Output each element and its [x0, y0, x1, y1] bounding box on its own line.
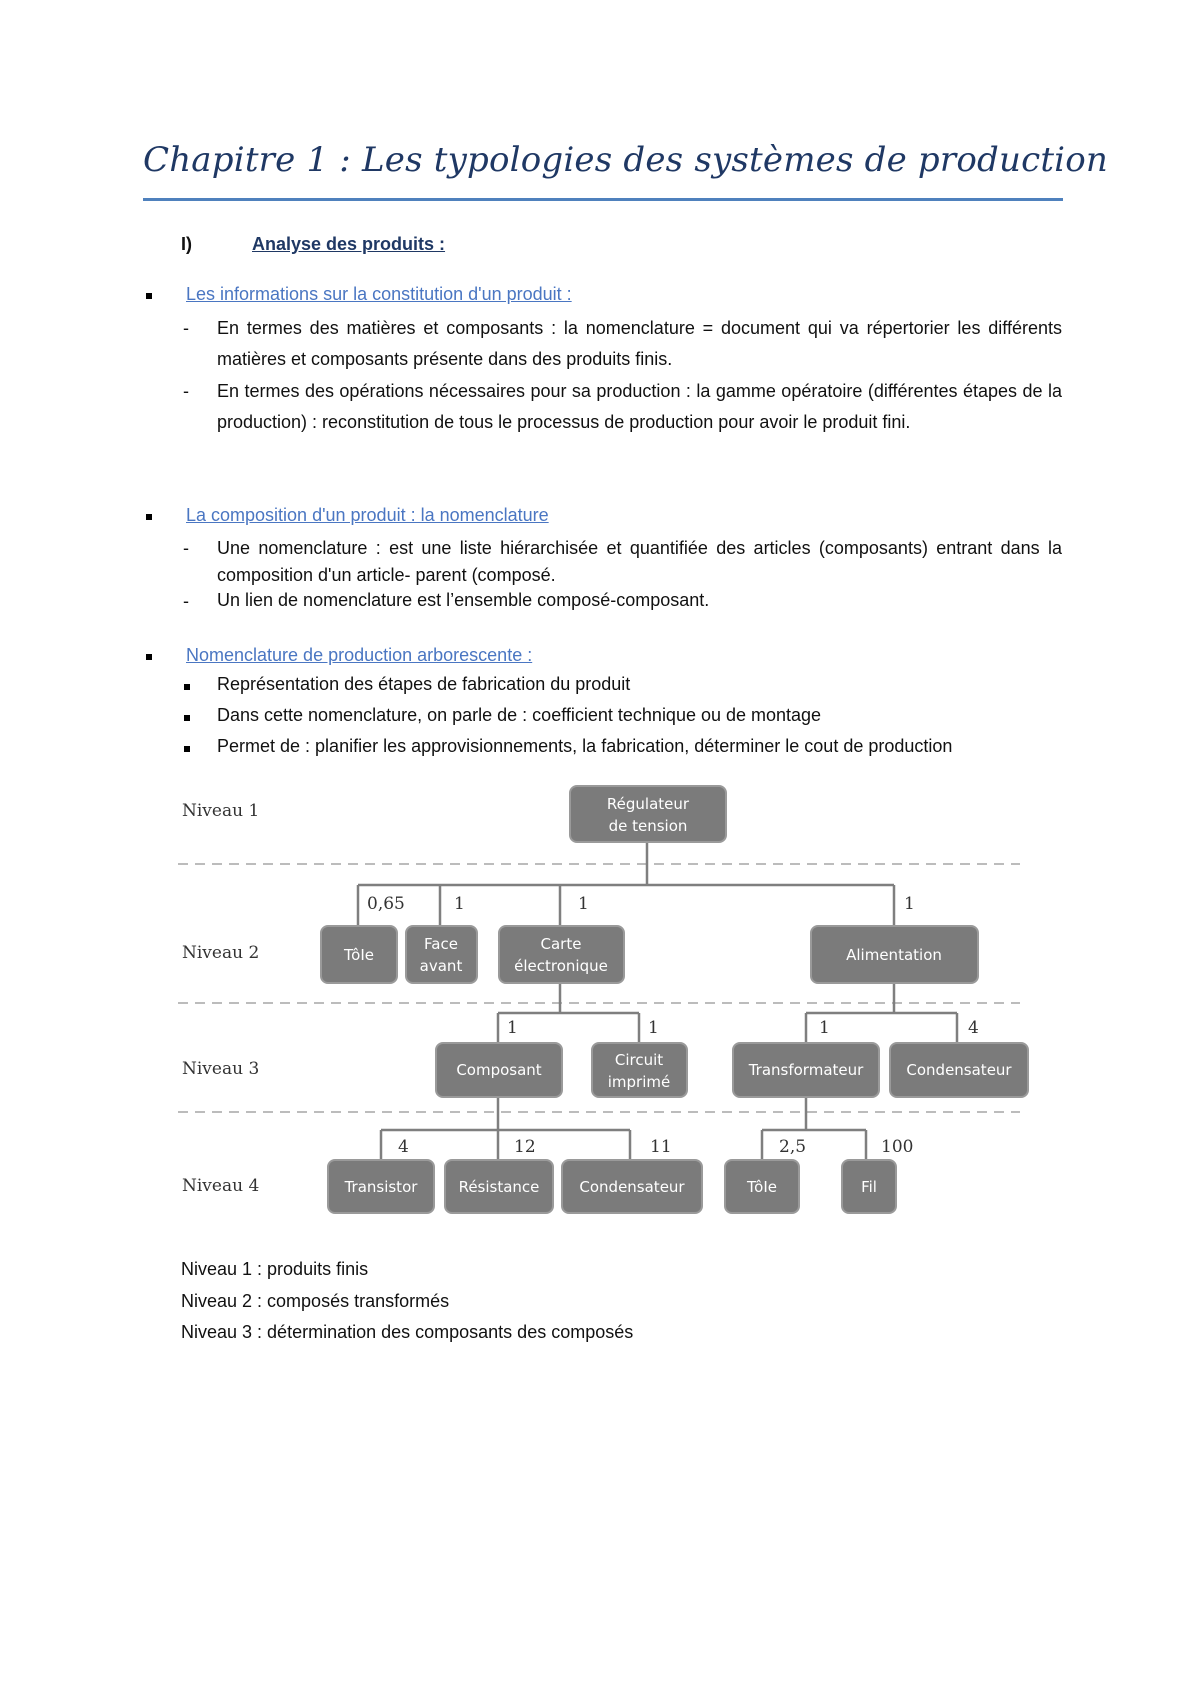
coefficient-label: 2,5: [779, 1137, 806, 1157]
coefficient-label: 1: [578, 894, 589, 914]
node-carte-electronique: [498, 925, 625, 984]
level-label-2: Niveau 2: [182, 943, 259, 963]
level-label-1: Niveau 1: [182, 801, 259, 821]
block3-item-3: Permet de : planifier les approvisionnem…: [217, 736, 953, 756]
node-circuit-imprime: [591, 1042, 688, 1098]
node-label: Transformateur: [748, 1061, 864, 1079]
coefficient-label: 11: [650, 1137, 672, 1157]
legend-line-3: Niveau 3 : détermination des composants …: [181, 1322, 634, 1342]
node-fil: [841, 1159, 897, 1214]
square-bullet-icon: [184, 715, 190, 721]
coefficient-label: 1: [454, 894, 465, 914]
node-label: Fil: [861, 1178, 877, 1196]
node-resistance: [444, 1159, 554, 1214]
block3-item-1: Représentation des étapes de fabrication…: [217, 674, 631, 694]
node-label: Condensateur: [579, 1178, 685, 1196]
coefficient-label: 1: [648, 1018, 659, 1038]
node-label: Carte: [541, 935, 582, 953]
node-label: Face: [424, 935, 458, 953]
block3-heading: Nomenclature de production arborescente …: [186, 645, 533, 665]
node-label: de tension: [609, 817, 688, 835]
level-label-4: Niveau 4: [182, 1176, 259, 1196]
node-regulateur: [569, 785, 727, 843]
dash-bullet: -: [183, 318, 189, 338]
block2-item-2: Un lien de nomenclature est l’ensemble c…: [217, 590, 710, 610]
square-bullet-icon: [146, 293, 152, 299]
level-label-3: Niveau 3: [182, 1059, 259, 1079]
node-condensateur: [889, 1042, 1029, 1098]
coefficient-label: 0,65: [367, 894, 405, 914]
square-bullet-icon: [184, 684, 190, 690]
coefficient-label: 1: [507, 1018, 518, 1038]
block1-item-2: En termes des opérations nécessaires pou…: [217, 381, 1062, 432]
block2-heading: La composition d'un produit : la nomencl…: [186, 505, 549, 525]
node-composant: [435, 1042, 563, 1098]
square-bullet-icon: [146, 514, 152, 520]
node-label: Résistance: [459, 1178, 540, 1196]
block2-item-1: Une nomenclature : est une liste hiérarc…: [217, 538, 1062, 585]
dash-bullet: -: [183, 591, 189, 611]
node-condensateur: [561, 1159, 703, 1214]
square-bullet-icon: [184, 746, 190, 752]
node-label: imprimé: [608, 1073, 670, 1091]
page-title: Chapitre 1 : Les typologies des systèmes…: [143, 140, 1109, 180]
coefficient-label: 1: [904, 894, 915, 914]
node-label: Composant: [456, 1061, 541, 1079]
node-label: Alimentation: [846, 946, 942, 964]
node-label: Régulateur: [607, 795, 690, 813]
coefficient-label: 12: [514, 1137, 536, 1157]
node-tole: [320, 925, 398, 984]
coefficient-label: 1: [819, 1018, 830, 1038]
node-label: Transistor: [344, 1178, 419, 1196]
coefficient-label: 4: [968, 1018, 979, 1038]
node-transformateur: [732, 1042, 880, 1098]
legend-line-1: Niveau 1 : produits finis: [181, 1259, 369, 1279]
section-title: Analyse des produits :: [252, 234, 446, 254]
block3-item-2: Dans cette nomenclature, on parle de : c…: [217, 705, 822, 725]
square-bullet-icon: [146, 654, 152, 660]
node-label: avant: [420, 957, 463, 975]
block1-heading: Les informations sur la constitution d'u…: [186, 284, 572, 304]
dash-bullet: -: [183, 381, 189, 401]
node-transistor: [327, 1159, 435, 1214]
node-label: TôIe: [746, 1178, 777, 1196]
node-tole: [724, 1159, 800, 1214]
node-label: Circuit: [615, 1051, 663, 1069]
node-label: TôIe: [343, 946, 374, 964]
node-alimentation: [810, 925, 979, 984]
block1-item-1: En termes des matières et composants : l…: [217, 318, 1062, 369]
dash-bullet: -: [183, 538, 189, 558]
node-face-avant: [405, 925, 478, 984]
section-number: I): [181, 234, 192, 254]
node-label: électronique: [514, 957, 608, 975]
node-label: Condensateur: [906, 1061, 1012, 1079]
legend-line-2: Niveau 2 : composés transformés: [181, 1291, 450, 1311]
title-underline: [143, 198, 1063, 201]
coefficient-label: 100: [881, 1137, 913, 1157]
coefficient-label: 4: [398, 1137, 409, 1157]
